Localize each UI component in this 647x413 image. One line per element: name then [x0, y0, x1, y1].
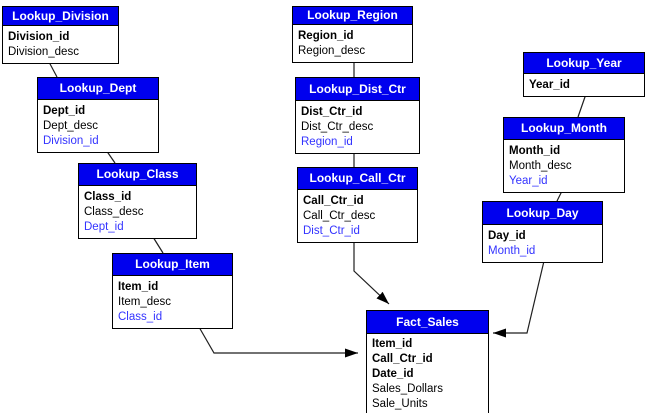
table-lookup-region[interactable]: Lookup_Region Region_id Region_desc: [292, 6, 413, 63]
table-fields: Item_id Item_desc Class_id: [113, 276, 232, 328]
connector-call-ctr-to-fact-sales: [353, 241, 390, 305]
table-lookup-division[interactable]: Lookup_Division Division_id Division_des…: [2, 6, 119, 64]
field-row: Region_id: [301, 136, 353, 148]
field-row: Division_desc: [8, 46, 79, 58]
field-row: Dept_id: [84, 221, 124, 233]
table-fields: Dept_id Dept_desc Division_id: [38, 100, 158, 152]
field-row: Class_desc: [84, 206, 144, 218]
table-fields: Division_id Division_desc: [3, 26, 118, 63]
field-row: Item_desc: [118, 296, 172, 308]
field-row: Dist_Ctr_desc: [301, 121, 374, 133]
table-lookup-item[interactable]: Lookup_Item Item_id Item_desc Class_id: [112, 253, 233, 329]
table-fields: Item_id Call_Ctr_id Date_id Sales_Dollar…: [367, 334, 488, 413]
connector-item-to-fact-sales: [198, 326, 358, 358]
field-row: Dist_Ctr_id: [301, 106, 363, 118]
table-header: Lookup_Day: [483, 202, 602, 225]
connector-class-to-item: [152, 236, 164, 254]
connector-division-to-dept: [48, 61, 58, 78]
field-row: Division_id: [43, 135, 99, 147]
field-row: Dept_id: [43, 105, 86, 117]
field-row: Sales_Dollars: [372, 383, 443, 395]
table-header: Lookup_Division: [3, 7, 118, 26]
field-row: Dist_Ctr_id: [303, 225, 360, 237]
field-row: Sale_Units: [372, 398, 428, 410]
table-lookup-day[interactable]: Lookup_Day Day_id Month_id: [482, 201, 603, 263]
table-header: Lookup_Item: [113, 254, 232, 276]
table-fields: Month_id Month_desc Year_id: [504, 140, 624, 192]
field-row: Month_id: [488, 245, 536, 257]
table-header: Fact_Sales: [367, 311, 488, 334]
field-row: Call_Ctr_id: [303, 195, 364, 207]
field-row: Month_id: [509, 145, 561, 157]
table-lookup-dist-ctr[interactable]: Lookup_Dist_Ctr Dist_Ctr_id Dist_Ctr_des…: [295, 77, 420, 154]
table-fields: Class_id Class_desc Dept_id: [79, 186, 196, 238]
table-fields: Day_id Month_id: [483, 225, 602, 262]
connector-day-to-fact-sales: [493, 260, 545, 338]
table-header: Lookup_Class: [79, 164, 196, 186]
field-row: Date_id: [372, 368, 414, 380]
table-lookup-class[interactable]: Lookup_Class Class_id Class_desc Dept_id: [78, 163, 197, 239]
table-fact-sales[interactable]: Fact_Sales Item_id Call_Ctr_id Date_id S…: [366, 310, 489, 413]
field-row: Year_id: [529, 79, 570, 91]
field-row: Item_id: [372, 338, 413, 350]
connector-year-to-month: [577, 93, 587, 118]
field-row: Call_Ctr_desc: [303, 210, 376, 222]
field-row: Dept_desc: [43, 120, 98, 132]
table-fields: Dist_Ctr_id Dist_Ctr_desc Region_id: [296, 101, 419, 153]
table-header: Lookup_Year: [524, 53, 644, 74]
table-header: Lookup_Region: [293, 7, 412, 25]
field-row: Call_Ctr_id: [372, 353, 433, 365]
field-row: Class_id: [118, 311, 163, 323]
table-lookup-call-ctr[interactable]: Lookup_Call_Ctr Call_Ctr_id Call_Ctr_des…: [297, 167, 418, 243]
table-header: Lookup_Dist_Ctr: [296, 78, 419, 101]
table-header: Lookup_Month: [504, 118, 624, 140]
field-row: Region_id: [298, 30, 354, 42]
field-row: Day_id: [488, 230, 526, 242]
table-lookup-year[interactable]: Lookup_Year Year_id: [523, 52, 645, 97]
table-lookup-dept[interactable]: Lookup_Dept Dept_id Dept_desc Division_i…: [37, 77, 159, 153]
field-row: Region_desc: [298, 45, 366, 57]
table-header: Lookup_Call_Ctr: [298, 168, 417, 190]
table-lookup-month[interactable]: Lookup_Month Month_id Month_desc Year_id: [503, 117, 625, 193]
table-fields: Year_id: [524, 74, 644, 96]
table-fields: Region_id Region_desc: [293, 25, 412, 62]
field-row: Year_id: [509, 175, 548, 187]
field-row: Class_id: [84, 191, 132, 203]
field-row: Month_desc: [509, 160, 572, 172]
field-row: Division_id: [8, 31, 70, 43]
table-header: Lookup_Dept: [38, 78, 158, 100]
field-row: Item_id: [118, 281, 159, 293]
table-fields: Call_Ctr_id Call_Ctr_desc Dist_Ctr_id: [298, 190, 417, 242]
